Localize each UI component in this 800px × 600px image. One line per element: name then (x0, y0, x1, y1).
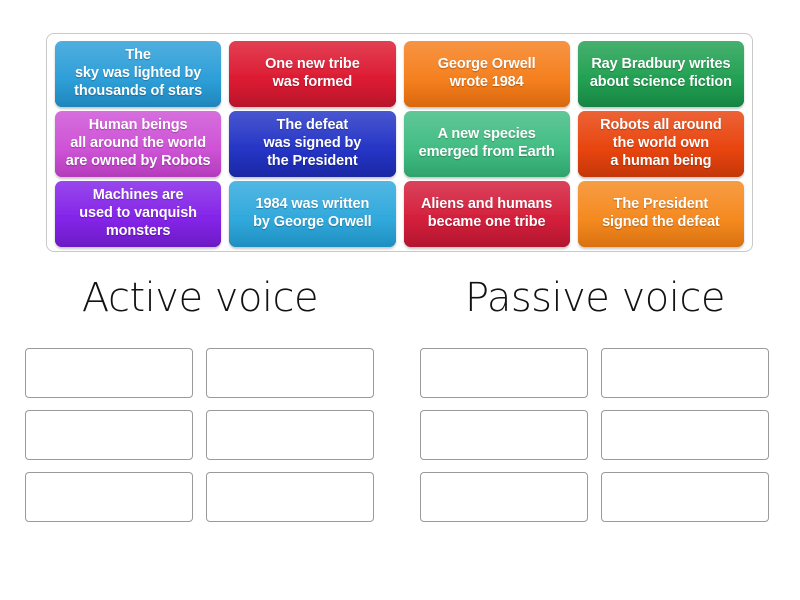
drop-slot[interactable] (420, 348, 588, 398)
column-title: Passive voice (465, 275, 725, 321)
column-title: Active voice (81, 275, 319, 321)
drop-slot[interactable] (206, 472, 374, 522)
drop-slot[interactable] (25, 410, 193, 460)
drop-zone-grid (420, 348, 770, 522)
drop-slot[interactable] (601, 348, 769, 398)
column-active: Active voice (25, 278, 375, 522)
drop-slot[interactable] (25, 472, 193, 522)
column-passive: Passive voice (420, 278, 770, 522)
drop-slot[interactable] (601, 410, 769, 460)
drop-slot[interactable] (25, 348, 193, 398)
drop-slot[interactable] (206, 410, 374, 460)
drop-slot[interactable] (206, 348, 374, 398)
drop-slot[interactable] (420, 472, 588, 522)
drop-slot[interactable] (601, 472, 769, 522)
drop-zone-grid (25, 348, 375, 522)
drop-slot[interactable] (420, 410, 588, 460)
